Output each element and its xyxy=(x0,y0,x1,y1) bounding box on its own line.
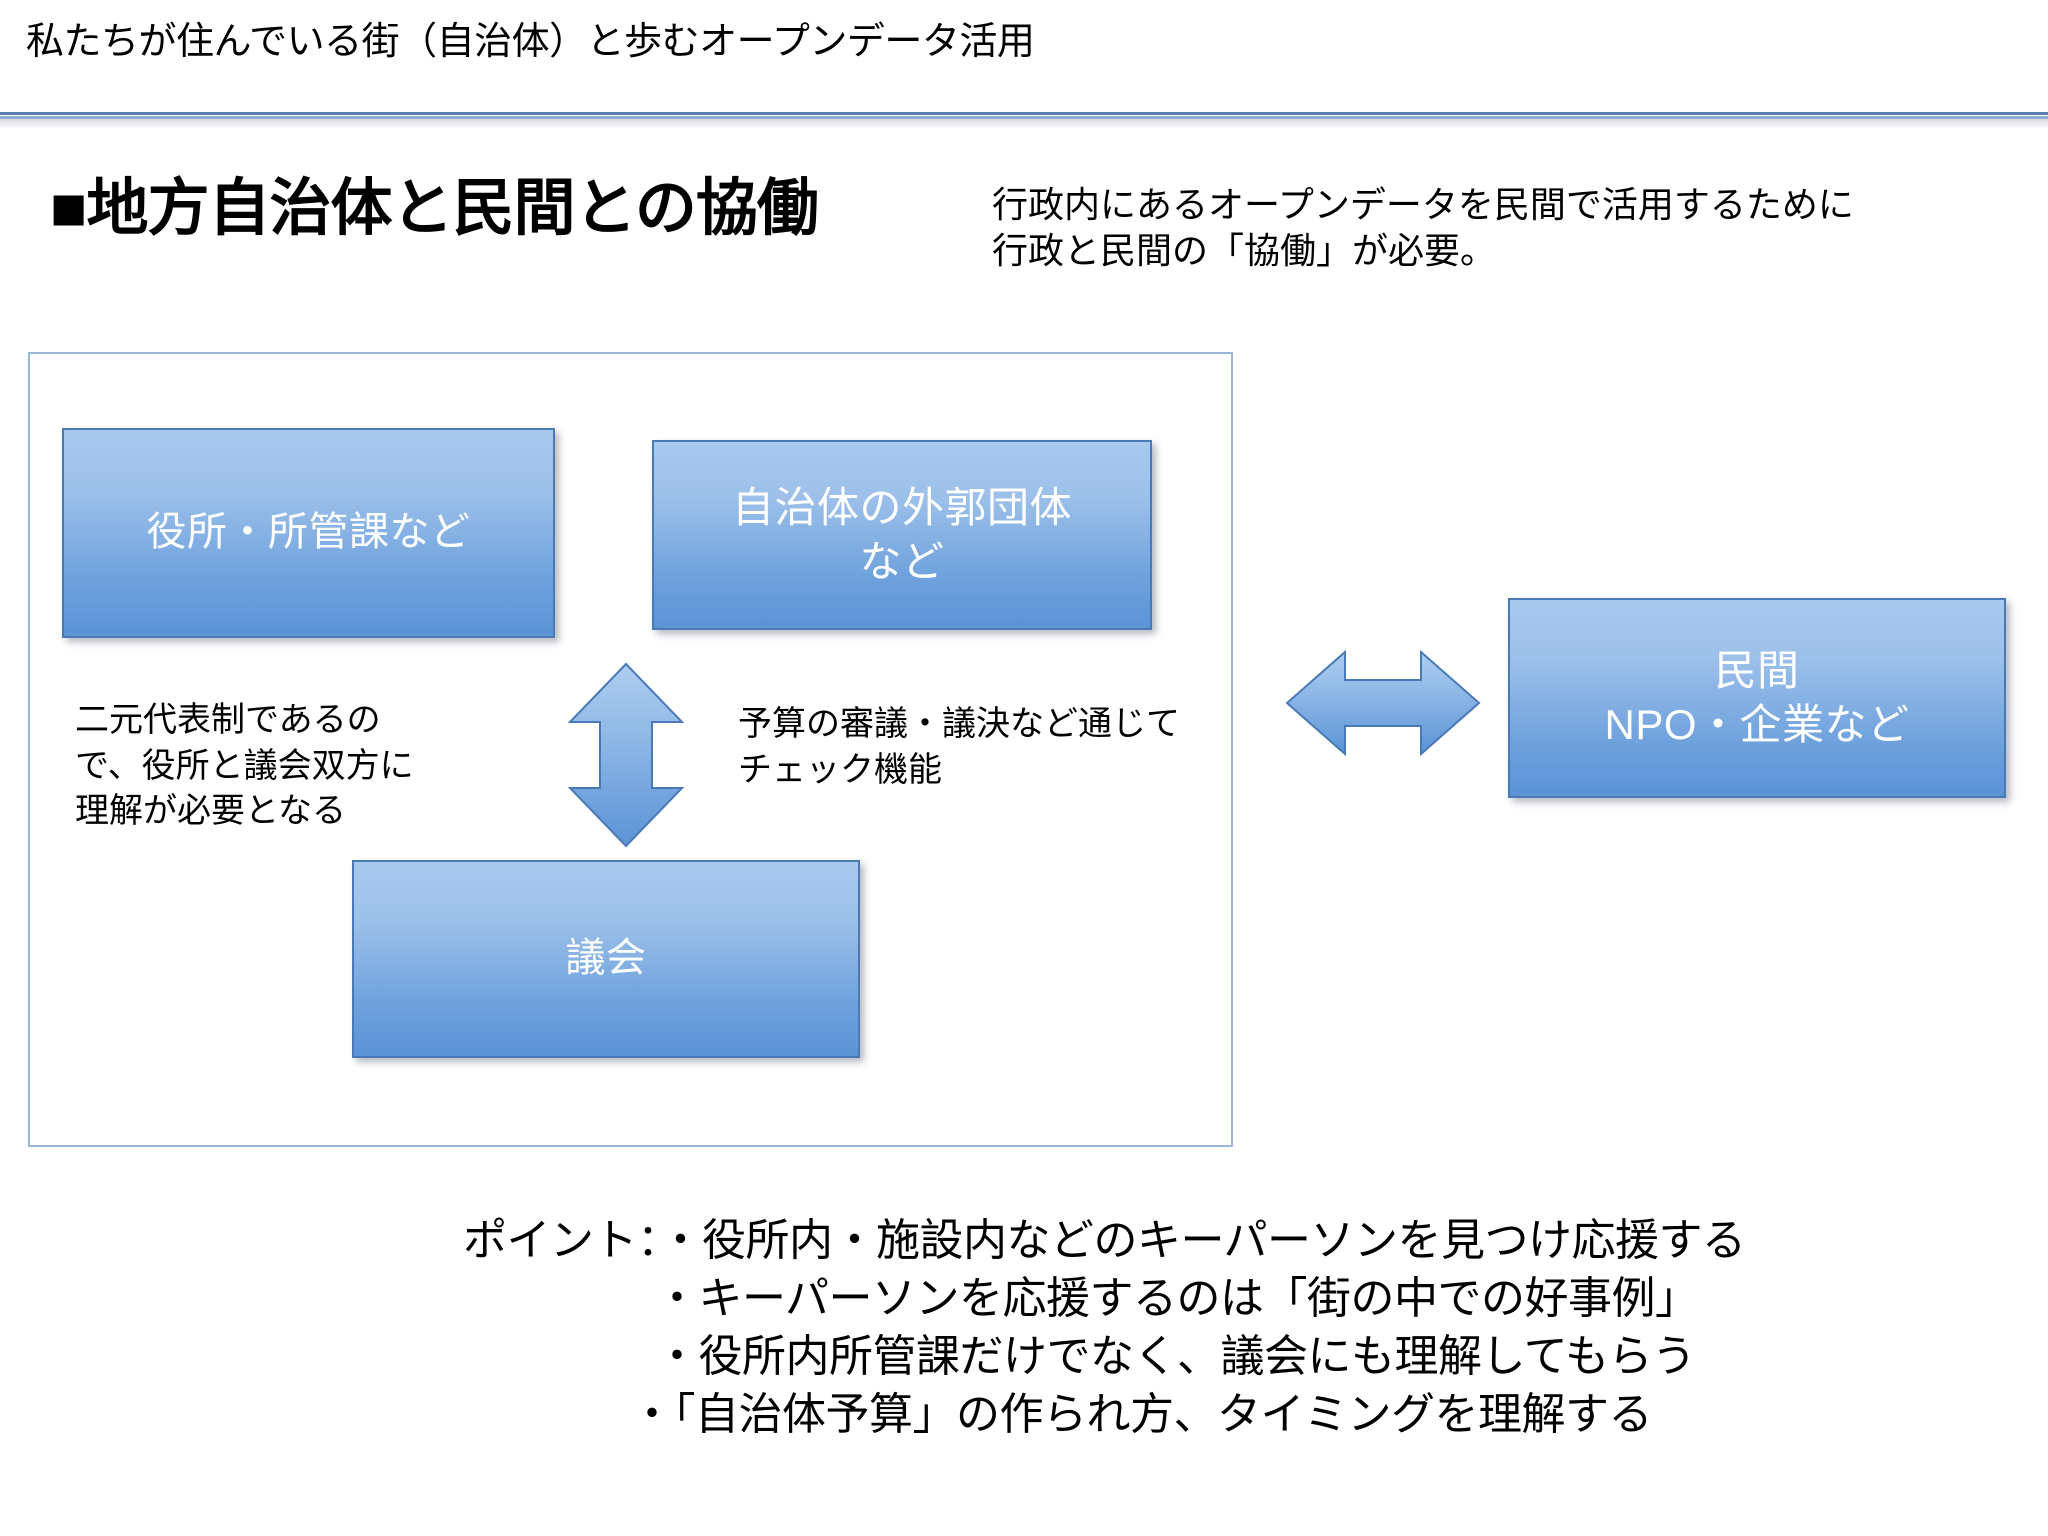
slide-header: 私たちが住んでいる街（自治体）と歩むオープンデータ活用 xyxy=(0,0,2048,129)
diagram-box-affiliated-organizations-label: 自治体の外郭団体 など xyxy=(732,481,1072,589)
points-block: ポイント：・役所内・施設内などのキーパーソンを見つけ応援する ・キーパーソンを応… xyxy=(0,1212,2048,1444)
point-line-4: ・「自治体予算」の作られ方、タイミングを理解する xyxy=(630,1390,1653,1440)
point-line-2: ・キーパーソンを応援するのは「街の中での好事例」 xyxy=(655,1274,1699,1324)
intro-note-line-1: 行政内にあるオープンデータを民間で活用するために xyxy=(992,184,1854,225)
section-heading: ■地方自治体と民間との協働 xyxy=(50,174,819,243)
annotation-dual-representation: 二元代表制であるので、役所と議会双方に理解が必要となる xyxy=(75,701,414,831)
annotation-budget-line-2: チェック機能 xyxy=(738,750,942,789)
header-divider xyxy=(0,112,2048,119)
affiliated-label-line-1: 自治体の外郭団体 xyxy=(731,484,1072,532)
private-label-line-2: NPO・企業など xyxy=(1604,701,1910,748)
header-divider-shadow xyxy=(0,119,2048,129)
private-label-line-1: 民間 xyxy=(1714,647,1800,695)
intro-note: 行政内にあるオープンデータを民間で活用するために 行政と民間の「協働」が必要。 xyxy=(992,182,1854,274)
diagram-box-private-sector-label: 民間 NPO・企業など xyxy=(1604,644,1909,752)
diagram-box-assembly: 議会 xyxy=(352,860,860,1058)
diagram-box-affiliated-organizations: 自治体の外郭団体 など xyxy=(652,440,1152,630)
intro-note-line-2: 行政と民間の「協働」が必要。 xyxy=(992,230,1497,272)
diagram-box-government-office-label: 役所・所管課など xyxy=(146,510,471,555)
affiliated-label-line-2: など xyxy=(859,538,945,585)
vertical-double-arrow-icon xyxy=(566,660,686,850)
page-title: 私たちが住んでいる街（自治体）と歩むオープンデータ活用 xyxy=(26,21,1035,63)
diagram-box-assembly-label: 議会 xyxy=(565,936,647,981)
horizontal-double-arrow-icon xyxy=(1283,648,1483,758)
annotation-budget-line-1: 予算の審議・議決など通じて xyxy=(738,705,1180,743)
point-line-3: ・役所内所管課だけでなく、議会にも理解してもらう xyxy=(655,1332,1696,1382)
annotation-budget-check-function: 予算の審議・議決など通じて チェック機能 xyxy=(738,702,1238,793)
diagram-box-government-office: 役所・所管課など xyxy=(62,428,555,638)
point-line-1: ポイント：・役所内・施設内などのキーパーソンを見つけ応援する xyxy=(463,1216,1746,1265)
diagram-box-private-sector: 民間 NPO・企業など xyxy=(1508,598,2006,798)
